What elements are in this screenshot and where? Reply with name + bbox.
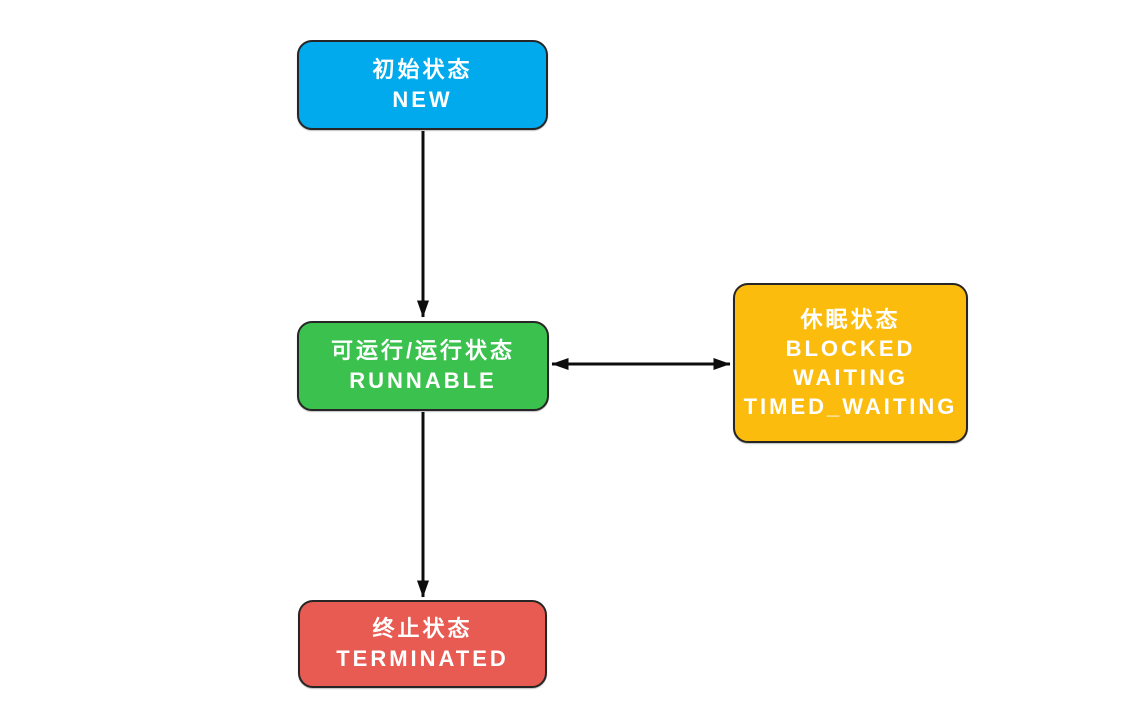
node-new-label-en: NEW [392,87,453,112]
node-runnable-label-zh: 可运行/运行状态 [330,338,516,363]
node-blocked: 休眠状态 BLOCKED WAITING TIMED_WAITING [733,283,968,443]
node-terminated: 终止状态 TERMINATED [298,600,547,688]
node-runnable: 可运行/运行状态 RUNNABLE [297,321,549,411]
node-new: 初始状态 NEW [297,40,548,130]
node-blocked-label-waiting: WAITING [792,365,909,390]
node-blocked-label-blocked: BLOCKED [785,336,916,361]
node-blocked-label-timed-waiting: TIMED_WAITING [743,394,958,419]
node-terminated-label-zh: 终止状态 [372,616,473,641]
node-blocked-label-zh: 休眠状态 [800,307,901,332]
node-runnable-label-en: RUNNABLE [349,368,497,393]
node-terminated-label-en: TERMINATED [336,646,509,671]
node-new-label-zh: 初始状态 [372,57,473,82]
